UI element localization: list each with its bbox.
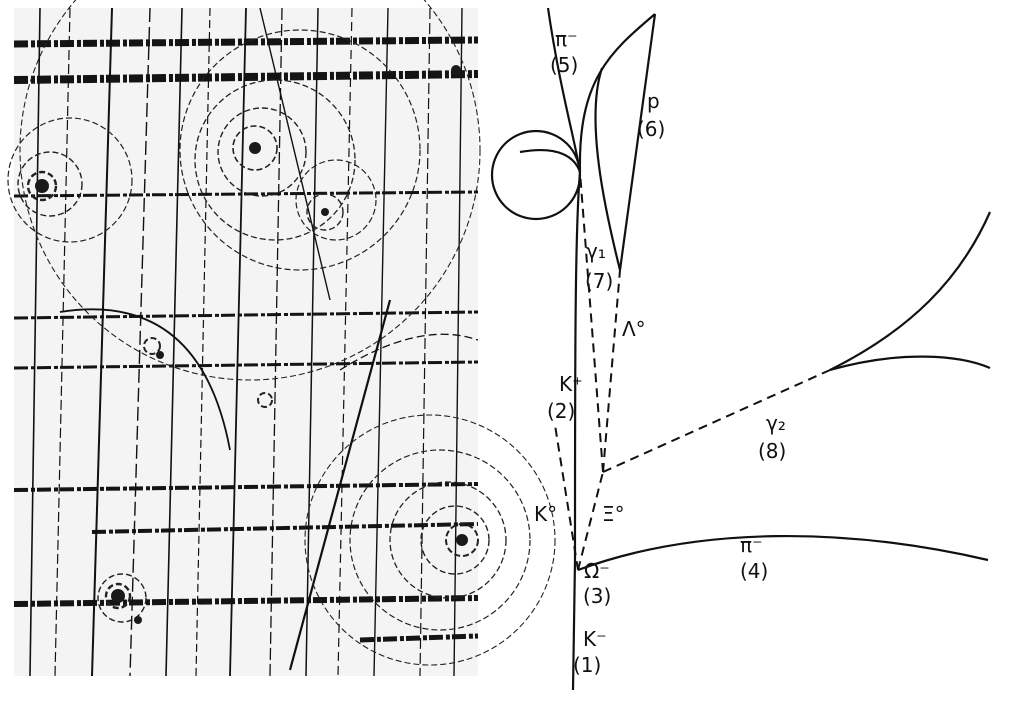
spiral-ring bbox=[17, 151, 83, 217]
spiral-ring bbox=[257, 392, 273, 408]
spiral-ring bbox=[7, 117, 133, 243]
electron-pair-track-lower bbox=[829, 355, 991, 372]
kminus-index-label: (1) bbox=[573, 653, 601, 677]
kplus-index-label: (2) bbox=[547, 399, 575, 423]
beam-track bbox=[13, 190, 479, 198]
bubble-blob bbox=[249, 142, 261, 154]
bubble-blob bbox=[321, 208, 329, 216]
spiral-ring bbox=[445, 523, 479, 557]
proton-track-inner bbox=[594, 67, 622, 271]
beam-track bbox=[359, 633, 479, 643]
spiral-ring bbox=[143, 337, 161, 355]
spiral-entry-track bbox=[519, 148, 582, 173]
kminus-particle-label: K⁻ bbox=[583, 627, 607, 651]
spiral-ring bbox=[349, 449, 531, 631]
spiral-ring bbox=[232, 125, 278, 171]
gamma2-particle-label: γ₂ bbox=[766, 411, 786, 435]
xi0-particle-label: Ξ° bbox=[602, 502, 625, 526]
electron-pair-track-upper bbox=[829, 211, 992, 371]
spiral-ring bbox=[26, 170, 58, 202]
bubble-blob bbox=[111, 589, 125, 603]
bubble-blob bbox=[156, 351, 164, 359]
track-line bbox=[305, 7, 319, 677]
k0-neutral-track bbox=[554, 424, 579, 571]
xi0-neutral-track bbox=[577, 471, 604, 571]
bubble-blob bbox=[35, 179, 49, 193]
lambda0-neutral-track bbox=[602, 269, 621, 473]
bubble-blob bbox=[456, 534, 468, 546]
proton-track-lower bbox=[618, 13, 657, 271]
spiral-ring bbox=[306, 193, 344, 231]
omega-index-label: (3) bbox=[583, 584, 611, 608]
track-line bbox=[29, 7, 41, 677]
diagonal-track bbox=[288, 299, 392, 671]
gamma2-neutral-track bbox=[602, 369, 831, 473]
track-line bbox=[453, 7, 463, 677]
gamma1-neutral-track bbox=[579, 171, 604, 473]
spiral-ring bbox=[104, 582, 132, 610]
spiral-tracks bbox=[7, 0, 556, 666]
track-line bbox=[195, 7, 211, 677]
beam-track bbox=[13, 482, 479, 492]
curved-track bbox=[59, 308, 231, 451]
omega-particle-label: Ω⁻ bbox=[584, 559, 610, 583]
beam-track bbox=[13, 70, 479, 84]
track-diagram: π⁻ (5) p (6) γ₁ (7) Λ° K⁺ (2) γ₂ (8) K° … bbox=[490, 7, 992, 691]
spiral-circle bbox=[490, 129, 582, 221]
kplus-particle-label: K⁺ bbox=[559, 372, 583, 396]
kplus-kminus-track bbox=[571, 171, 582, 691]
beam-track bbox=[13, 360, 479, 370]
diagonal-track bbox=[259, 7, 331, 301]
gamma2-index-label: (8) bbox=[758, 439, 786, 463]
track-line bbox=[373, 7, 389, 677]
spiral-ring bbox=[179, 29, 421, 271]
gamma1-particle-label: γ₁ bbox=[586, 239, 606, 263]
photo-background bbox=[14, 8, 478, 676]
pi-minus-4-index-label: (4) bbox=[740, 559, 768, 583]
proton-particle-label: p bbox=[647, 89, 660, 113]
track-line bbox=[419, 7, 431, 677]
track-line bbox=[129, 7, 151, 677]
pi-minus-5-index-label: (5) bbox=[550, 53, 578, 77]
pi-minus-5-particle-label: π⁻ bbox=[555, 27, 578, 51]
beam-track bbox=[91, 522, 479, 534]
bubble-blob bbox=[451, 65, 461, 75]
track-line bbox=[165, 7, 183, 677]
gamma1-index-label: (7) bbox=[585, 269, 613, 293]
lambda0-particle-label: Λ° bbox=[622, 317, 646, 341]
pi-minus-4-particle-label: π⁻ bbox=[740, 533, 763, 557]
spiral-ring bbox=[304, 414, 556, 666]
proton-index-label: (6) bbox=[637, 117, 665, 141]
track-line bbox=[91, 7, 113, 677]
vertical-tracks bbox=[29, 7, 463, 677]
spiral-ring bbox=[295, 159, 377, 241]
spiral-ring bbox=[97, 573, 147, 623]
track-line bbox=[229, 7, 247, 677]
bubble-clusters bbox=[35, 65, 468, 624]
k0-particle-label: K° bbox=[534, 502, 557, 526]
spiral-ring bbox=[389, 481, 507, 599]
horizontal-beam-tracks bbox=[13, 36, 479, 643]
beam-track bbox=[13, 595, 479, 607]
pi-minus-4-track bbox=[577, 534, 989, 572]
bubble-blob bbox=[134, 616, 142, 624]
spiral-ring bbox=[194, 79, 356, 241]
bubble-chamber-photo bbox=[7, 0, 556, 677]
spiral-ring bbox=[217, 107, 307, 197]
spiral-ring bbox=[420, 505, 490, 575]
spiral-ring bbox=[19, 0, 481, 381]
